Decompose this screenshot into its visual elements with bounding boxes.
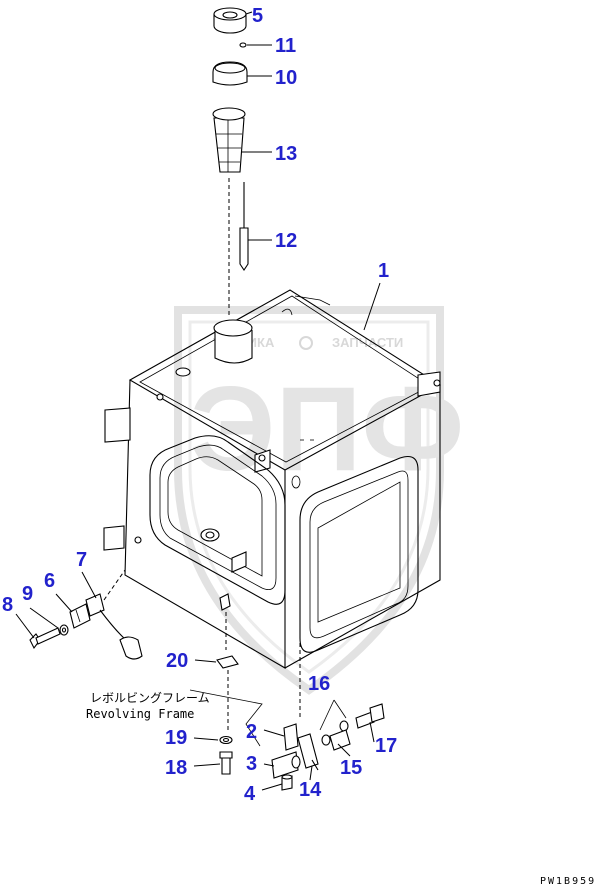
part-strainer <box>212 107 246 173</box>
cap-assembly <box>212 7 249 318</box>
callout-4: 4 <box>244 783 256 805</box>
part-pin <box>239 42 247 48</box>
callout-19: 19 <box>165 727 187 749</box>
part-clamp-6 <box>69 603 91 629</box>
part-cap <box>213 7 247 34</box>
drain-valve-assembly <box>271 622 385 791</box>
leader-lines <box>15 11 381 791</box>
part-oring-16 <box>321 720 349 746</box>
note-japanese: レボルビングフレーム <box>90 691 210 705</box>
callout-12: 12 <box>275 230 297 252</box>
callout-9: 9 <box>22 583 33 605</box>
part-tank <box>103 289 442 669</box>
part-bolt-18 <box>219 751 233 775</box>
part-bolt-8 <box>29 627 61 650</box>
callout-14: 14 <box>299 779 322 801</box>
part-level-switch-7 <box>85 593 143 660</box>
callout-7: 7 <box>76 549 87 571</box>
callout-labels: 5 11 10 13 12 1 7 6 9 8 20 16 2 19 17 3 … <box>2 5 397 805</box>
callout-6: 6 <box>44 570 55 592</box>
part-adapter-15 <box>329 729 351 751</box>
revolving-frame-note: レボルビングフレーム Revolving Frame <box>86 691 210 721</box>
callout-1: 1 <box>378 260 389 282</box>
callout-8: 8 <box>2 594 13 616</box>
part-ring <box>212 61 248 86</box>
callout-3: 3 <box>246 753 257 775</box>
callout-20: 20 <box>166 650 188 672</box>
drawing-code: PW1B959 <box>540 876 596 887</box>
callout-17: 17 <box>375 735 397 757</box>
part-washer-9 <box>59 624 69 636</box>
part-washer-19 <box>219 735 233 745</box>
part-valve-14 <box>297 733 319 771</box>
watermark: ТЕХНИКА ЗАПЧАСТИ ЭПФ <box>174 306 464 695</box>
part-tee-3 <box>271 751 301 779</box>
callout-5: 5 <box>252 5 263 27</box>
part-connector-17 <box>355 703 385 729</box>
callout-10: 10 <box>275 67 297 89</box>
part-level-gauge-rod <box>239 182 249 271</box>
watermark-right-text: ЗАПЧАСТИ <box>332 335 403 350</box>
callout-16: 16 <box>308 673 330 695</box>
callout-13: 13 <box>275 143 297 165</box>
part-plug-4 <box>281 774 293 791</box>
part-plate-20 <box>216 655 239 669</box>
gear-icon <box>299 336 313 350</box>
drain-assembly <box>189 593 263 775</box>
part-elbow-2 <box>283 723 299 751</box>
callout-2: 2 <box>246 721 257 743</box>
note-english: Revolving Frame <box>86 707 194 721</box>
callout-11: 11 <box>275 35 296 57</box>
callout-18: 18 <box>165 757 187 779</box>
callout-15: 15 <box>340 757 362 779</box>
